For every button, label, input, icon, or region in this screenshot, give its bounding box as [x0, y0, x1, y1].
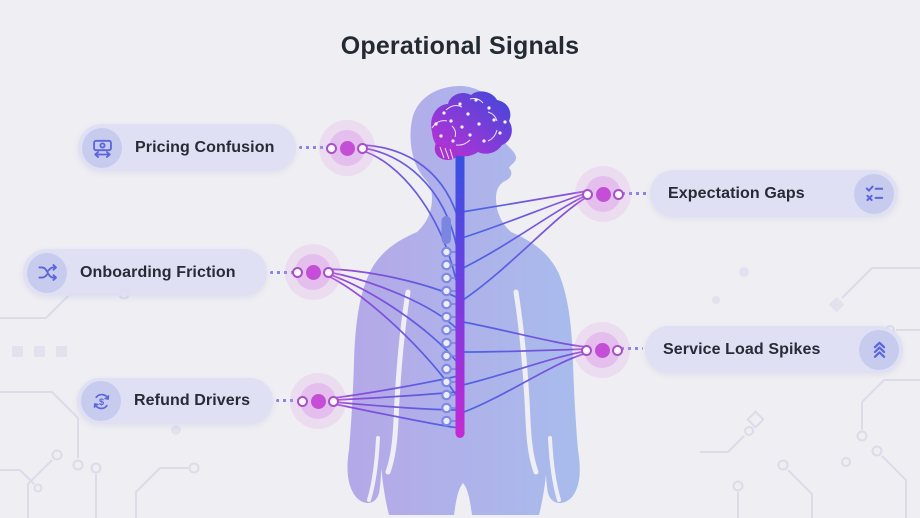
- dotted-connector-service: [621, 347, 643, 350]
- node-ring-icon: [357, 142, 368, 154]
- dotted-connector-onboarding: [270, 271, 296, 274]
- signal-pill-pricing-confusion: Pricing Confusion: [78, 124, 296, 171]
- signal-pill-onboarding-friction: Onboarding Friction: [23, 249, 267, 296]
- node-ring-icon: [297, 395, 308, 407]
- node-onboarding-friction: [285, 244, 341, 300]
- triple-chevron-up-icon: [859, 329, 899, 370]
- node-pricing-confusion: [319, 120, 375, 176]
- signal-label: Refund Drivers: [134, 392, 251, 409]
- shuffle-icon: [27, 252, 67, 293]
- dotted-connector-refund: [276, 399, 301, 402]
- node-ring-icon: [582, 188, 593, 200]
- signal-label: Pricing Confusion: [135, 138, 275, 156]
- node-ring-icon: [292, 266, 303, 278]
- node-dot-icon: [310, 393, 326, 409]
- node-ring-icon: [612, 344, 623, 356]
- nerve-lines-left: [327, 144, 459, 429]
- signal-pill-service-load-spikes: Service Load Spikes: [645, 326, 903, 373]
- signal-pill-refund-drivers: $ Refund Drivers: [77, 378, 273, 424]
- signal-label: Service Load Spikes: [663, 340, 821, 358]
- node-dot-icon: [305, 264, 321, 280]
- node-refund-drivers: [290, 373, 346, 429]
- body-silhouette: [347, 86, 580, 515]
- node-dot-icon: [594, 342, 610, 358]
- node-ring-icon: [323, 266, 334, 278]
- spinal-cord: [455, 146, 465, 438]
- svg-text:$: $: [98, 396, 103, 406]
- checklist-check-x-icon: [854, 173, 894, 214]
- signal-label: Expectation Gaps: [668, 184, 805, 202]
- spinal-nerve-roots: [441, 216, 456, 427]
- node-dot-icon: [595, 186, 611, 202]
- signal-pill-expectation-gaps: Expectation Gaps: [650, 170, 898, 217]
- node-service-load-spikes: [574, 322, 630, 378]
- node-ring-icon: [328, 395, 339, 407]
- node-dot-icon: [339, 140, 355, 156]
- node-ring-icon: [326, 142, 337, 154]
- brain: [431, 91, 512, 160]
- node-ring-icon: [581, 344, 592, 356]
- nerve-lines-right: [461, 190, 588, 413]
- signal-label: Onboarding Friction: [80, 263, 236, 281]
- banknote-width-icon: [82, 127, 122, 168]
- page-title: Operational Signals: [340, 32, 580, 60]
- dotted-connector-expectation: [622, 192, 648, 195]
- node-ring-icon: [613, 188, 624, 200]
- refund-dollar-icon: $: [81, 381, 121, 421]
- node-expectation-gaps: [575, 166, 631, 222]
- dotted-connector-pricing: [299, 146, 329, 149]
